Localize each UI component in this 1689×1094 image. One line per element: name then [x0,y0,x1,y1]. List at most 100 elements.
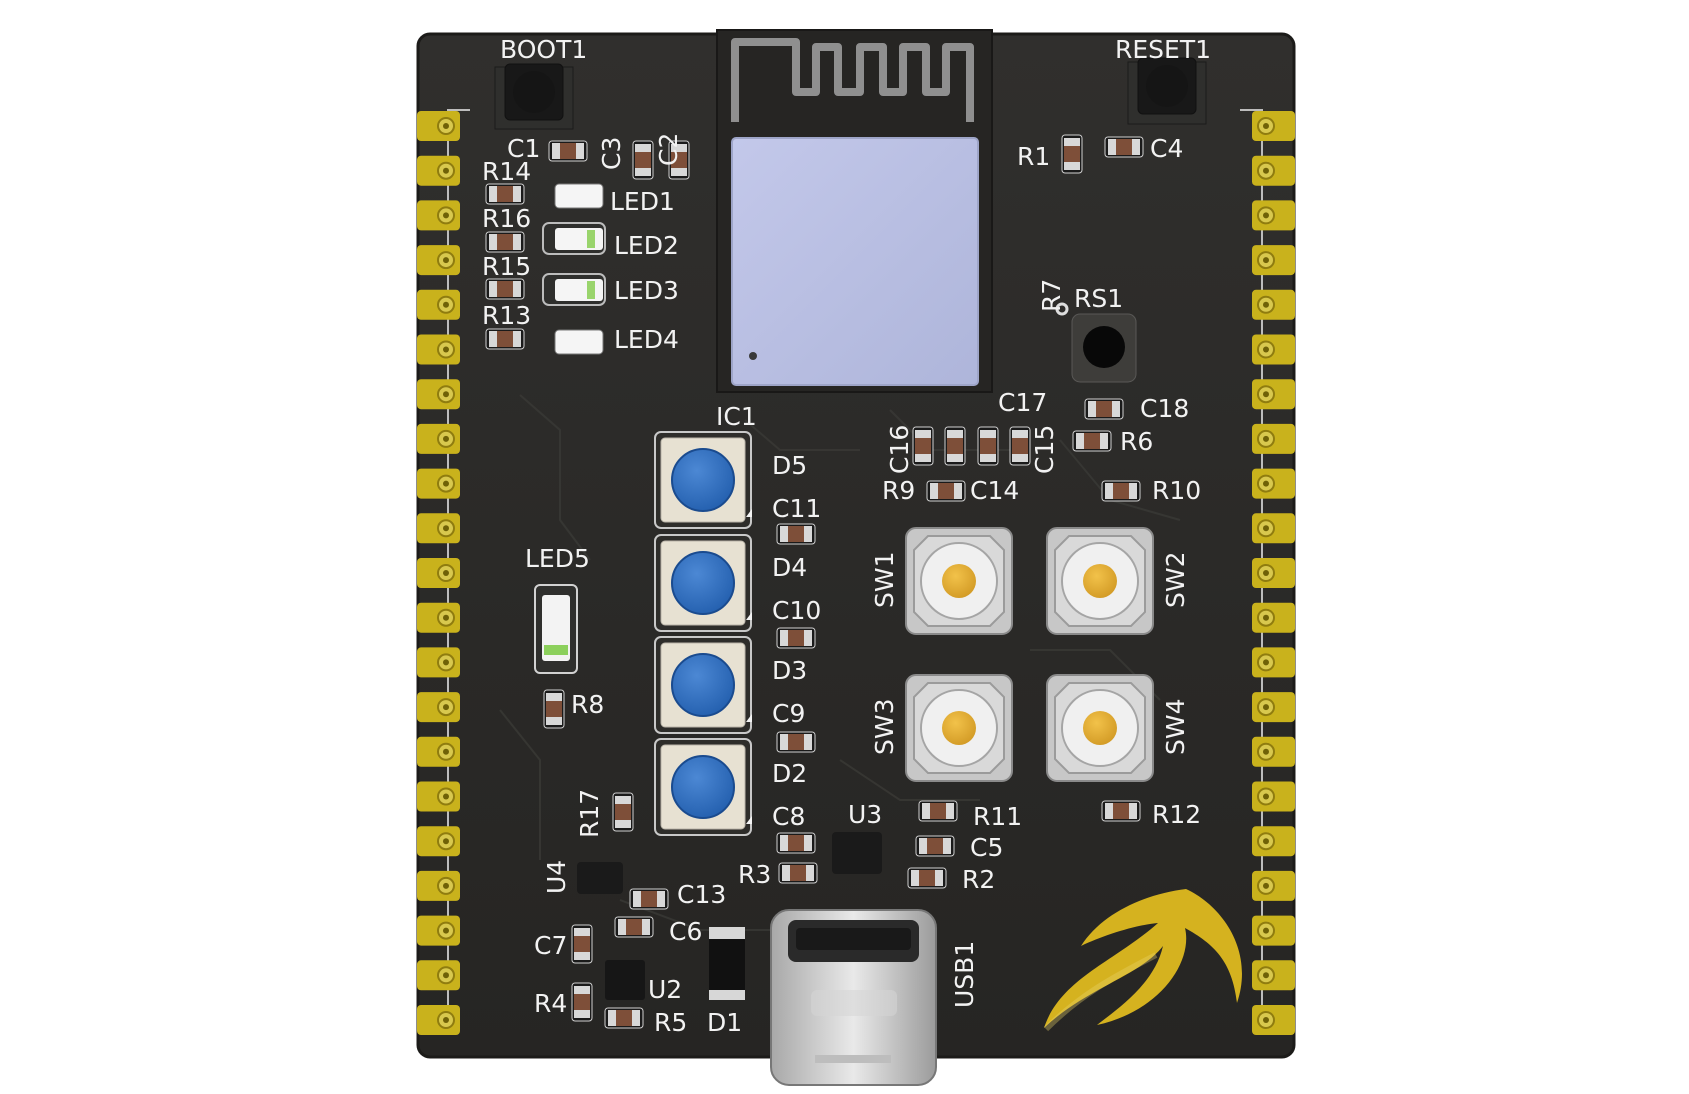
label-led1: LED1 [610,187,675,216]
label-u4: U4 [542,860,571,894]
smd-passive [977,426,999,466]
label-sw1: SW1 [870,552,899,609]
label-r15: R15 [482,252,531,281]
label-led2: LED2 [614,231,679,260]
smd-passive [571,982,593,1022]
castellated-pad [417,468,460,499]
castellated-pad [1252,155,1295,186]
castellated-pad [1252,558,1295,588]
castellated-pad [1252,826,1295,857]
label-c7: C7 [534,931,567,960]
label-r1: R1 [1017,142,1050,171]
tactile-switch[interactable] [905,674,1013,782]
smd-passive [612,792,634,832]
usb-c-connector[interactable] [770,909,937,1086]
castellated-pad [417,781,460,812]
tactile-switch[interactable] [1046,527,1154,635]
smd-passive [1101,480,1141,502]
label-ic1: IC1 [716,402,757,431]
castellated-pad [417,334,460,365]
castellated-pad [1252,111,1295,141]
label-c10: C10 [772,596,821,625]
smd-passive [614,916,654,938]
label-r16: R16 [482,204,531,233]
label-led5: LED5 [525,544,590,573]
smd-passive [776,627,816,649]
label-c9: C9 [772,699,805,728]
label-r9: R9 [882,476,915,505]
blue-led-package [654,431,752,529]
label-usb1: USB1 [950,941,979,1008]
label-c6: C6 [669,917,702,946]
smd-passive [629,888,669,910]
label-sw4: SW4 [1161,699,1190,756]
label-d4: D4 [772,553,807,582]
castellated-pad [417,289,460,320]
boot-button[interactable] [494,63,574,130]
label-r13: R13 [482,301,531,330]
ics-and-diodes [577,832,882,1000]
label-c1: C1 [507,134,540,163]
label-d2: D2 [772,759,807,788]
castellated-pad [1252,200,1295,231]
silkscreen-labels: BOOT1 RESET1 C1 C2 C3 C4 R1 R14 R16 R15 … [482,35,1211,1037]
smd-passive [776,731,816,753]
smd-passive [778,862,818,884]
smd-passive [907,867,947,889]
tactile-switch[interactable] [905,527,1013,635]
smd-passive [776,523,816,545]
castellated-pad [417,558,460,588]
label-c15: C15 [1030,425,1059,474]
castellated-pad [417,826,460,857]
castellated-pad [417,423,460,454]
tactile-switch[interactable] [1046,674,1154,782]
smd-passive [571,924,593,964]
reset-button[interactable] [1127,57,1207,125]
label-sw2: SW2 [1161,552,1190,609]
label-c11: C11 [772,494,821,523]
label-u2: U2 [648,975,682,1004]
left-castellated-pads [417,111,460,1035]
label-r2: R2 [962,865,995,894]
label-boot: BOOT1 [500,35,587,64]
smd-passive [668,140,690,180]
label-r17: R17 [575,789,604,838]
castellated-pad [1252,468,1295,499]
blue-led-package [654,738,752,836]
smd-passive [1104,136,1144,158]
label-c2: C2 [654,133,683,166]
label-reset: RESET1 [1115,35,1211,64]
smd-passive [485,183,525,205]
castellated-pad [417,245,460,276]
castellated-pad [1252,245,1295,276]
smd-passive [912,426,934,466]
label-led3: LED3 [614,276,679,305]
smd-passive [918,800,958,822]
tactile-switches[interactable] [905,527,1154,782]
label-r7: R7 [1037,279,1066,312]
smd-passive [776,832,816,854]
label-d3: D3 [772,656,807,685]
castellated-pad [417,736,460,767]
right-castellated-pads [1252,111,1295,1035]
castellated-pad [417,602,460,633]
label-led4: LED4 [614,325,679,354]
label-d1: D1 [707,1008,742,1037]
smd-passive [485,231,525,253]
castellated-pad [417,870,460,901]
blue-leds [654,431,752,836]
led5-component [534,584,578,674]
smd-passive [485,328,525,350]
castellated-pad [417,513,460,544]
label-c17: C17 [998,388,1047,417]
label-d5: D5 [772,451,807,480]
castellated-pad [1252,915,1295,946]
castellated-pad [417,960,460,991]
smd-passive [1101,800,1141,822]
label-r3: R3 [738,860,771,889]
label-r11: R11 [973,802,1022,831]
label-c4: C4 [1150,134,1183,163]
castellated-pad [1252,647,1295,678]
castellated-pad [417,647,460,678]
